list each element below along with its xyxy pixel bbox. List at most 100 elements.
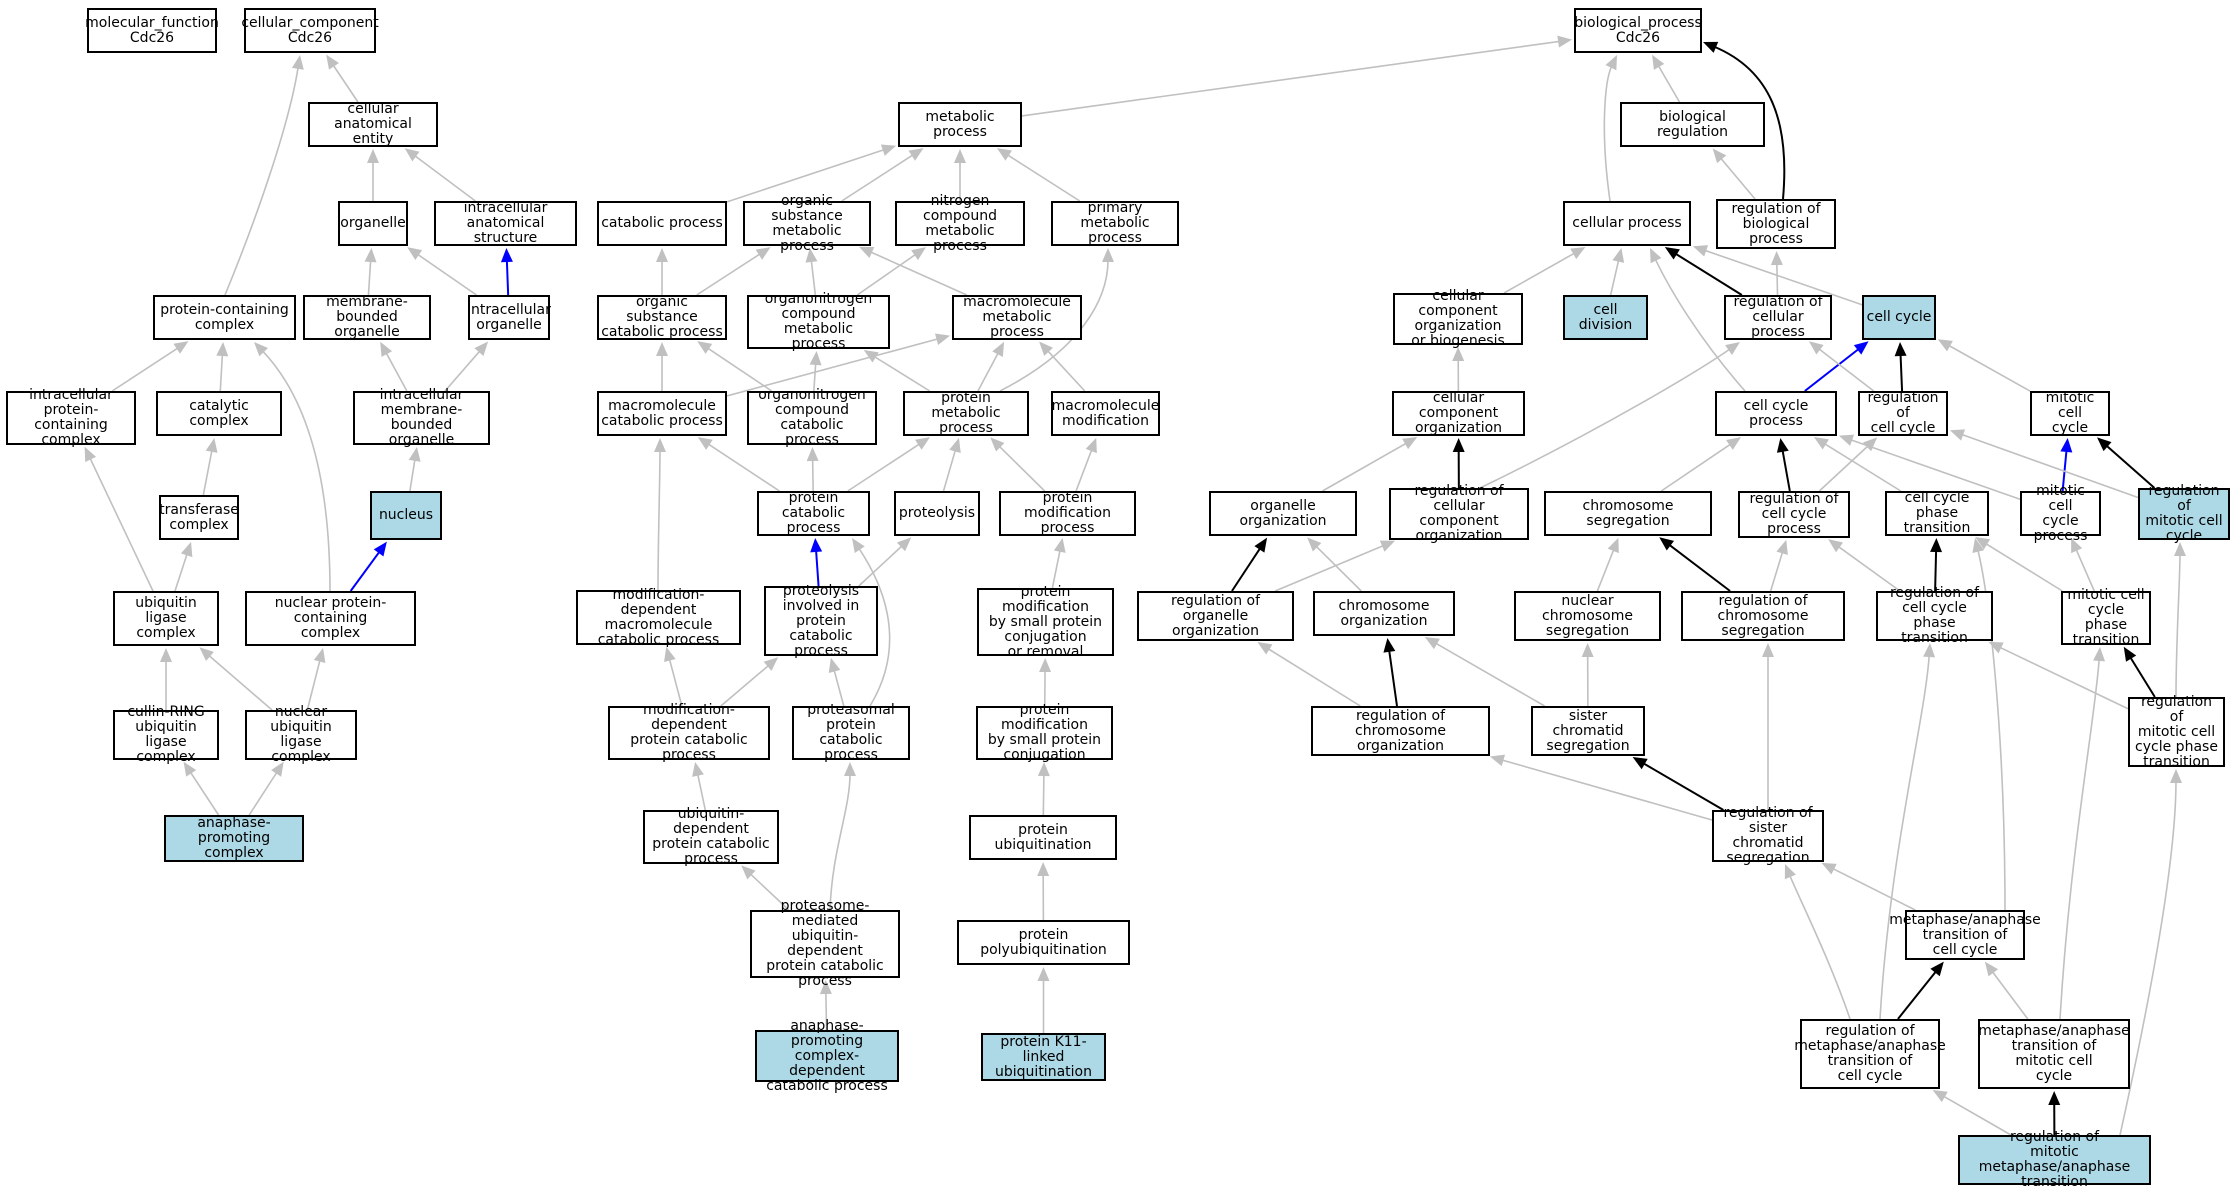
edge-arrowhead <box>1650 248 1662 264</box>
go-term-cc-phase-trans[interactable]: cell cycle phase transition <box>1885 491 1989 536</box>
go-term-prot-catab[interactable]: protein catabolic process <box>757 491 870 536</box>
go-term-macromol-mod[interactable]: macromolecule modification <box>1051 391 1160 436</box>
go-term-mod-dep-macromol[interactable]: modification-dependent macromolecule cat… <box>576 587 741 647</box>
go-term-organelle[interactable]: organelle <box>338 201 408 246</box>
go-term-reg-cc-proc[interactable]: regulation of cell cycle process <box>1738 491 1850 538</box>
go-term-metabolic[interactable]: metabolic process <box>898 102 1022 147</box>
go-term-reg-mitotic-meta-ana[interactable]: regulation of mitotic metaphase/anaphase… <box>1958 1130 2151 1190</box>
edge-mem_organelle-to-organelle <box>364 247 377 296</box>
go-term-reg-chrom-org[interactable]: regulation of chromosome organization <box>1311 706 1490 756</box>
edge-reg_chrom_org-to-reg_organelle_org <box>1257 642 1361 707</box>
go-term-meta-ana-cc[interactable]: metaphase/anaphase transition of cell cy… <box>1889 910 2041 960</box>
edge-arrowhead <box>763 657 779 671</box>
go-term-nuc-ub-ligase[interactable]: nuclear ubiquitin ligase complex <box>245 705 357 765</box>
go-term-apc[interactable]: anaphase-promoting complex <box>164 815 304 862</box>
go-term-mf-root[interactable]: molecular_function Cdc26 <box>85 8 219 53</box>
go-term-organelle-org[interactable]: organelle organization <box>1209 491 1357 536</box>
go-term-intracell-prot-complex[interactable]: intracellular protein-containing complex <box>6 388 136 448</box>
go-term-reg-meta-ana-cc[interactable]: regulation of metaphase/anaphase transit… <box>1794 1019 1946 1089</box>
go-term-reg-sister-chrom-seg[interactable]: regulation of sister chromatid segregati… <box>1712 806 1824 866</box>
edge-intracell_organelle-to-intracell_anat <box>500 247 513 296</box>
go-term-ub-ligase-complex[interactable]: ubiquitin ligase complex <box>113 591 219 646</box>
edge-arrowhead <box>1053 537 1066 553</box>
go-term-k11-ubiq[interactable]: protein K11-linked ubiquitination <box>981 1033 1106 1081</box>
go-term-mem-organelle[interactable]: membrane-bounded organelle <box>303 295 431 340</box>
go-term-reg-cell-cycle[interactable]: regulation of cell cycle <box>1858 391 1948 436</box>
edge-arrowhead <box>697 341 713 354</box>
edge-arrowhead <box>880 144 897 156</box>
go-term-cell-cycle-proc[interactable]: cell cycle process <box>1715 391 1837 436</box>
go-term-macromol-catab[interactable]: macromolecule catabolic process <box>597 391 727 436</box>
go-term-chrom-org[interactable]: chromosome organization <box>1313 591 1455 636</box>
edge-arrowhead <box>1930 961 1944 977</box>
go-term-cellular-proc[interactable]: cellular process <box>1563 201 1691 246</box>
go-term-chrom-seg[interactable]: chromosome segregation <box>1544 491 1712 536</box>
go-term-organonitro-metab[interactable]: organonitrogen compound metabolic proces… <box>747 292 890 352</box>
go-term-mod-dep-prot-catab[interactable]: modification-dependent protein catabolic… <box>608 703 770 763</box>
go-term-prot-complex[interactable]: protein-containing complex <box>153 295 296 340</box>
go-term-bp-root[interactable]: biological_process Cdc26 <box>1574 8 1702 53</box>
go-term-reg-chrom-seg[interactable]: regulation of chromosome segregation <box>1681 591 1845 641</box>
go-term-prot-mod-conj[interactable]: protein modification by small protein co… <box>977 584 1114 659</box>
go-term-prot-ubiq[interactable]: protein ubiquitination <box>969 815 1117 860</box>
go-term-primary-metab[interactable]: primary metabolic process <box>1051 201 1179 246</box>
go-term-nuc-chrom-seg[interactable]: nuclear chromosome segregation <box>1514 591 1661 641</box>
go-term-reg-mitotic-phase-trans[interactable]: regulation of mitotic cell cycle phase t… <box>2128 694 2225 769</box>
go-term-reg-cc-phase-trans[interactable]: regulation of cell cycle phase transitio… <box>1876 586 1993 646</box>
go-term-macromol-metab[interactable]: macromolecule metabolic process <box>952 295 1082 340</box>
edge-arrowhead <box>2123 646 2137 662</box>
go-term-mitotic-cc-proc[interactable]: mitotic cell cycle process <box>2020 483 2101 543</box>
go-term-prot-metab[interactable]: protein metabolic process <box>903 391 1029 436</box>
go-term-cc-org[interactable]: cellular component organization <box>1392 391 1525 436</box>
go-term-reg-mitotic-cc[interactable]: regulation of mitotic cell cycle <box>2138 484 2230 544</box>
edge-nuc_chrom_seg-to-chrom_seg <box>1596 537 1619 592</box>
go-term-cullin-ring[interactable]: cullin-RING ubiquitin ligase complex <box>113 705 219 765</box>
go-term-prot-mod-small[interactable]: protein modification by small protein co… <box>976 703 1113 763</box>
go-term-catabolic[interactable]: catabolic process <box>597 201 727 246</box>
go-term-cell-division[interactable]: cell division <box>1563 295 1648 340</box>
go-term-apc-dep-catab[interactable]: anaphase-promoting complex-dependent cat… <box>755 1018 899 1093</box>
go-term-organonitro-catab[interactable]: organonitrogen compound catabolic proces… <box>747 388 877 448</box>
go-term-ub-dep-catab[interactable]: ubiquitin-dependent protein catabolic pr… <box>643 807 779 867</box>
edge-mod_dep_prot_catab-to-proteolysis_catab <box>720 657 779 707</box>
go-term-intracell-anat[interactable]: intracellular anatomical structure <box>434 201 577 246</box>
go-term-nuc-prot-complex[interactable]: nuclear protein-containing complex <box>245 591 416 646</box>
go-term-org-sub-metab[interactable]: organic substance metabolic process <box>743 193 871 253</box>
go-term-mitotic-cell-cycle[interactable]: mitotic cell cycle <box>2030 391 2110 436</box>
edge-arrowhead <box>819 979 832 995</box>
edge-line <box>1804 347 1860 392</box>
go-term-nucleus[interactable]: nucleus <box>370 491 442 540</box>
edge-arrowhead <box>809 350 822 366</box>
edge-arrowhead <box>852 538 865 553</box>
edge-arrowhead <box>1784 864 1796 880</box>
go-term-transferase-complex[interactable]: transferase complex <box>159 495 239 540</box>
go-term-org-sub-catab[interactable]: organic substance catabolic process <box>597 295 727 340</box>
go-term-reg-cc-org[interactable]: regulation of cellular component organiz… <box>1389 484 1529 544</box>
edge-line <box>1947 344 2031 392</box>
edge-arrowhead <box>313 647 326 663</box>
go-term-intracell-mem-organelle[interactable]: intracellular membrane-bounded organelle <box>353 388 490 448</box>
go-term-cell-cycle[interactable]: cell cycle <box>1862 295 1936 340</box>
edge-meta_ana_cc-to-reg_sister_chrom_seg <box>1821 862 1916 911</box>
go-term-prot-polyubiq[interactable]: protein polyubiquitination <box>957 920 1130 965</box>
go-term-proteasome-med[interactable]: proteasome-mediated ubiquitin-dependent … <box>750 899 900 989</box>
go-term-proteolysis-catab[interactable]: proteolysis involved in protein cataboli… <box>764 583 878 658</box>
edge-arrowhead <box>1489 754 1506 767</box>
go-term-bio-reg[interactable]: biological regulation <box>1620 102 1765 147</box>
go-term-prot-mod-proc[interactable]: protein modification process <box>999 491 1136 536</box>
go-term-nitrogen-metab[interactable]: nitrogen compound metabolic process <box>895 193 1025 253</box>
go-term-reg-organelle-org[interactable]: regulation of organelle organization <box>1137 591 1294 641</box>
go-term-meta-ana-mitotic[interactable]: metaphase/anaphase transition of mitotic… <box>1978 1019 2130 1089</box>
go-term-reg-bio-proc[interactable]: regulation of biological process <box>1716 199 1836 249</box>
go-term-proteasomal[interactable]: proteasomal protein catabolic process <box>792 703 910 763</box>
go-term-catalytic-complex[interactable]: catalytic complex <box>156 391 282 436</box>
go-term-cc-root[interactable]: cellular_component Cdc26 <box>241 8 379 53</box>
go-term-reg-cell-proc[interactable]: regulation of cellular process <box>1724 295 1832 340</box>
go-term-sister-chrom-seg[interactable]: sister chromatid segregation <box>1531 706 1645 756</box>
go-term-intracell-organelle[interactable]: intracellular organelle <box>467 295 551 340</box>
go-term-cc-org-biogen[interactable]: cellular component organization or bioge… <box>1393 289 1523 349</box>
go-term-mitotic-phase-trans[interactable]: mitotic cell cycle phase transition <box>2061 588 2151 648</box>
go-term-cell-anat-entity[interactable]: cellular anatomical entity <box>308 102 438 147</box>
edge-arrowhead <box>291 55 304 70</box>
go-term-proteolysis[interactable]: proteolysis <box>894 491 980 536</box>
